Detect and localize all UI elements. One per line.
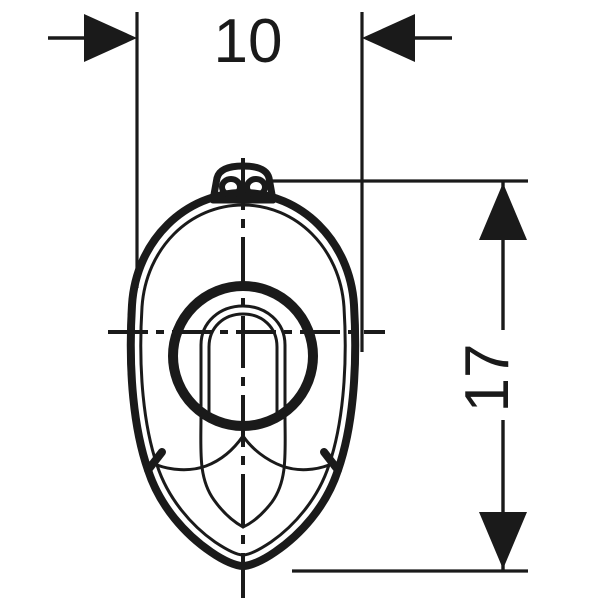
width-dimension-group: 10 <box>48 7 452 352</box>
outer-contour-right-kink <box>320 448 342 474</box>
bottom-lobe-right-shoulder <box>241 434 331 472</box>
outer-contour-left-kink <box>144 448 166 474</box>
bottom-lobe-left-shoulder <box>155 434 245 472</box>
height-dimension-group: 17 <box>272 179 528 573</box>
arrow-down-icon <box>479 512 527 569</box>
sleeve-skirt-left <box>199 413 245 529</box>
arrow-left-icon <box>362 14 415 62</box>
height-dimension-label: 17 <box>453 344 522 413</box>
arrow-right-icon <box>84 14 137 62</box>
inner-sleeve-arch-inner <box>207 312 279 417</box>
tab-hole-right <box>244 176 268 198</box>
centerlines-group <box>108 158 385 598</box>
sleeve-skirt-right <box>241 413 287 529</box>
tab-hole-left <box>219 176 243 198</box>
arrow-up-icon <box>479 183 527 240</box>
width-dimension-label: 10 <box>214 7 283 76</box>
